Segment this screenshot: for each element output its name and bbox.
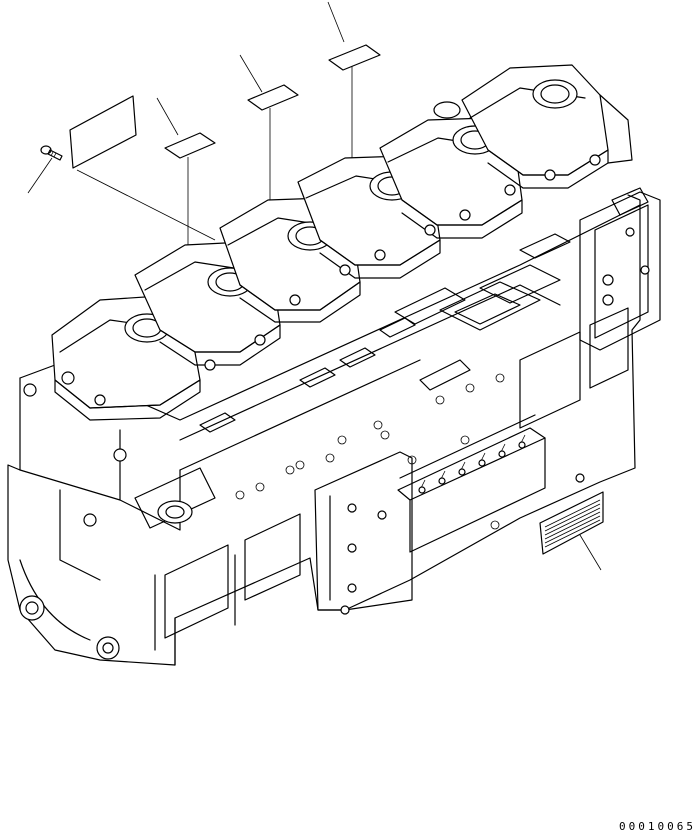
leader-line-label-1a <box>156 97 179 136</box>
name-plate-part <box>69 95 137 169</box>
leader-line-label-2a <box>239 54 263 93</box>
leader-line-label-3a <box>327 1 345 43</box>
leader-line-plate <box>76 169 216 241</box>
head-bosses <box>23 154 601 527</box>
leader-lines <box>27 1 602 571</box>
caution-label-1 <box>164 132 216 159</box>
rocker-covers <box>51 64 633 421</box>
caution-label-2 <box>247 84 299 111</box>
bolt-part <box>40 145 63 161</box>
engine-block <box>7 187 661 666</box>
caution-label-3 <box>328 44 381 71</box>
leader-line-bolt <box>27 157 53 194</box>
rocker-cover-6 <box>461 64 633 189</box>
caution-label-right <box>539 491 604 555</box>
document-number: 00010065 <box>619 820 696 833</box>
